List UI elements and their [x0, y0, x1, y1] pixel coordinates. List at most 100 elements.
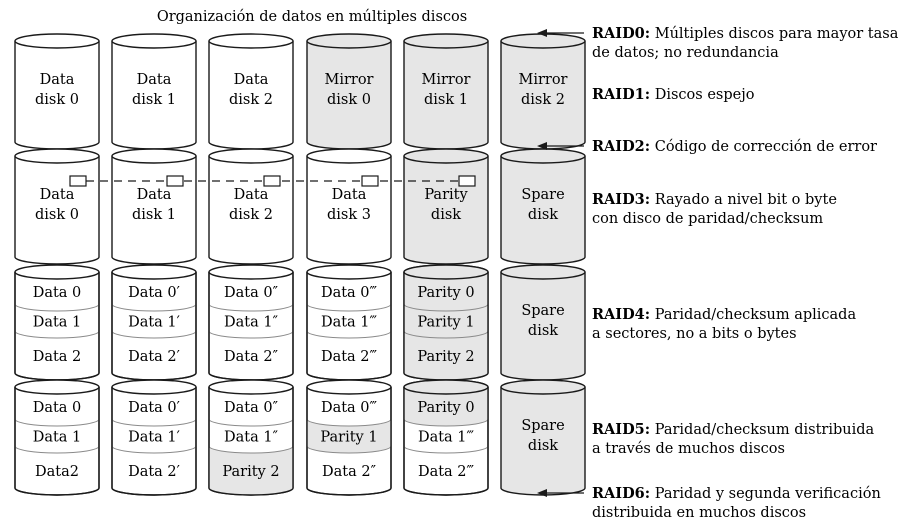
description-text: a sectores, no a bits o bytes	[592, 326, 797, 342]
raid-level-label: RAID2:	[592, 138, 650, 155]
sector-divider	[208, 445, 294, 454]
disk: Data 0″Data 1″Parity 2	[208, 379, 294, 496]
arrow-head-icon	[537, 29, 547, 37]
sector-label: Data 1	[33, 315, 82, 331]
raid-description: RAID1: Discos espejo	[592, 86, 754, 103]
raid-level-label: RAID5:	[592, 421, 650, 438]
disk-top	[306, 264, 392, 280]
disk-top	[14, 148, 100, 164]
disk-top	[208, 264, 294, 280]
sector-divider	[208, 303, 294, 312]
sector-label: Data 2″	[224, 349, 279, 365]
sector-label: Data 0‴	[321, 400, 378, 416]
sector-label: Data 0	[33, 285, 82, 301]
disk-body	[500, 156, 586, 265]
disk-outline	[111, 387, 197, 496]
disk-label: disk	[528, 438, 558, 454]
disk-label: Data	[40, 72, 75, 88]
disk: Mirror disk 1	[403, 33, 489, 150]
sector-divider	[403, 330, 489, 339]
sector-divider	[306, 445, 392, 454]
disk-top	[14, 379, 100, 395]
sector-label: Data 1′	[128, 430, 180, 446]
sector-label: Data 1′	[128, 315, 180, 331]
disk-top	[403, 379, 489, 395]
sector-fill	[307, 419, 391, 453]
disk-label: disk 2	[521, 92, 565, 108]
sector-fill	[404, 387, 488, 426]
disk-top	[403, 148, 489, 164]
disk: Data 0′Data 1′Data 2′	[111, 379, 197, 496]
raid-description: RAID4: Paridad/checksum aplicada a sector…	[592, 306, 856, 342]
sector-fill	[404, 272, 488, 311]
disk: Spare disk	[500, 379, 586, 496]
disk-top	[208, 379, 294, 395]
disk: Data 0‴Data 1‴Data 2‴	[306, 264, 392, 381]
raid-description: RAID6: Paridad y segunda verificacióndis…	[537, 485, 881, 521]
disk-label: Data	[332, 187, 367, 203]
sector-label: Data 2‴	[418, 464, 475, 480]
disk-top	[403, 264, 489, 280]
raid-description: RAID2: Código de corrección de error	[537, 138, 877, 155]
description-text: Paridad/checksum distribuida	[650, 422, 874, 438]
arrow-head-icon	[537, 489, 547, 497]
disk-top	[500, 148, 586, 164]
disk-top	[111, 264, 197, 280]
bit-stripe	[69, 175, 476, 187]
disk: Data 0 Data 1 Data 2	[14, 264, 100, 381]
description-text: distribuida en muchos discos	[592, 505, 806, 521]
disk-label: disk 1	[132, 92, 176, 108]
description-line: RAID4: Paridad/checksum aplicada	[592, 306, 856, 323]
disk-label: disk 1	[424, 92, 468, 108]
disk-top	[208, 33, 294, 49]
sector-divider	[403, 303, 489, 312]
sector-label: Parity 1	[417, 315, 474, 331]
disk-outline	[208, 387, 294, 496]
sector-label: Data 2‴	[321, 349, 378, 365]
sector-label: Data 2″	[322, 464, 377, 480]
disk-top	[208, 148, 294, 164]
disk-top	[14, 33, 100, 49]
sector-label: Data2	[35, 464, 79, 480]
disk-top	[111, 379, 197, 395]
stripe-bit	[361, 175, 379, 187]
disk-label: disk 3	[327, 207, 371, 223]
sector-label: Data 0′	[128, 400, 180, 416]
sector-divider	[306, 418, 392, 427]
description-line: RAID3: Rayado a nivel bit o byte	[592, 191, 837, 208]
description-text: Código de corrección de error	[650, 139, 877, 155]
disk-label: Mirror	[421, 72, 470, 88]
disk-label: Parity	[424, 187, 468, 203]
sector-fill	[404, 304, 488, 338]
sector-divider	[208, 330, 294, 339]
sector-fill	[209, 446, 293, 495]
sector-divider	[14, 330, 100, 339]
sector-label: Data 0″	[224, 400, 279, 416]
description-line: con disco de paridad/checksum	[592, 211, 823, 227]
disk-label: disk 1	[132, 207, 176, 223]
disk-label: disk	[431, 207, 461, 223]
disk-outline	[403, 387, 489, 496]
sector-label: Data 1	[33, 430, 82, 446]
sector-divider	[14, 303, 100, 312]
disk-label: Data	[137, 72, 172, 88]
sector-label: Parity 0	[417, 400, 474, 416]
description-line: a sectores, no a bits o bytes	[592, 326, 797, 342]
sector-label: Data 2	[33, 349, 82, 365]
description-line: RAID1: Discos espejo	[592, 86, 754, 103]
disk-top	[500, 33, 586, 49]
stripe-bit	[458, 175, 476, 187]
disk-label: Data	[234, 187, 269, 203]
disk-top	[111, 33, 197, 49]
sector-label: Parity 0	[417, 285, 474, 301]
disk-label: Spare	[521, 418, 564, 434]
